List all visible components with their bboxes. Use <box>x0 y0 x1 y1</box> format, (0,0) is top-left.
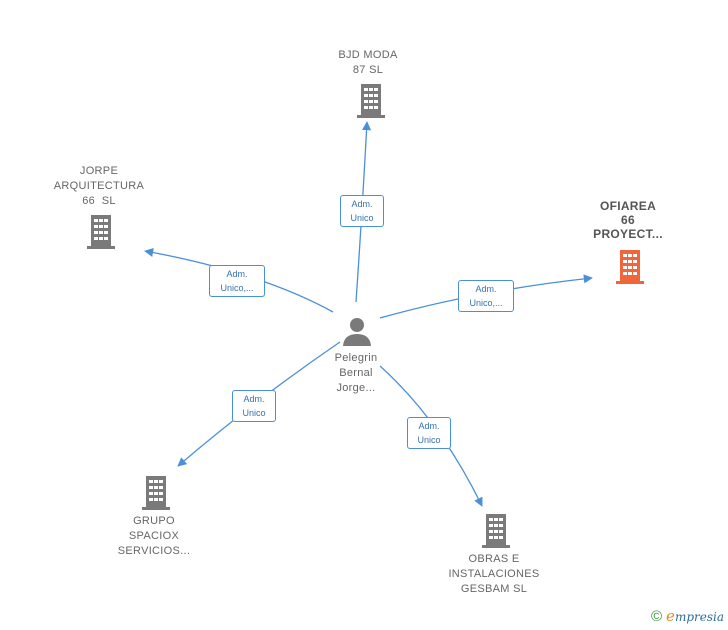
person-name-line: Jorge... <box>336 382 376 394</box>
person-name-line: Bernal <box>339 367 373 379</box>
company-label-line: BJD MODA <box>338 49 398 61</box>
company-label-obras[interactable]: OBRAS E INSTALACIONES GESBAM SL <box>414 552 574 597</box>
company-label-line: OBRAS E <box>468 553 520 565</box>
company-label-line: JORPE <box>79 165 119 177</box>
company-label-line: 66 <box>621 213 635 227</box>
edge-role-line: Adm. <box>351 199 373 209</box>
person-icon[interactable] <box>342 316 372 346</box>
edge-role-line: Unico,... <box>220 283 254 293</box>
brand-rest: mpresia <box>674 610 724 624</box>
company-label-line: ARQUITECTURA <box>53 180 145 192</box>
company-label-line: SPACIOX <box>128 530 180 542</box>
company-label-line: 66 SL <box>82 195 116 207</box>
edge-role-jorpe[interactable]: Adm. Unico,... <box>209 265 265 297</box>
edge-role-line: Adm. <box>243 394 265 404</box>
edge-role-line: Adm. <box>226 269 248 279</box>
brand-logo: empresia <box>666 607 724 625</box>
edge-role-line: Adm. <box>475 284 497 294</box>
company-label-grupo[interactable]: GRUPO SPACIOX SERVICIOS... <box>74 514 234 559</box>
edge-role-line: Unico,... <box>469 298 503 308</box>
building-icon[interactable] <box>355 84 387 118</box>
company-label-line: INSTALACIONES <box>448 568 540 580</box>
company-label-line: PROYECT... <box>593 227 663 241</box>
person-name-line: Pelegrin <box>334 352 378 364</box>
edge-role-line: Unico <box>417 435 441 445</box>
building-icon[interactable] <box>85 215 117 249</box>
building-icon-highlighted[interactable] <box>614 250 646 284</box>
edge-role-grupo[interactable]: Adm. Unico <box>232 390 276 422</box>
edge-role-bjd[interactable]: Adm. Unico <box>340 195 384 227</box>
company-label-line: 87 SL <box>352 64 384 76</box>
edge-role-obras[interactable]: Adm. Unico <box>407 417 451 449</box>
company-label-line: SERVICIOS... <box>117 545 191 557</box>
footer-brand: © empresia <box>651 607 724 625</box>
building-icon[interactable] <box>140 476 172 510</box>
company-label-bjd[interactable]: BJD MODA 87 SL <box>288 48 448 78</box>
company-label-line: OFIAREA <box>599 199 657 213</box>
company-label-jorpe[interactable]: JORPE ARQUITECTURA 66 SL <box>19 164 179 209</box>
person-name[interactable]: Pelegrin Bernal Jorge... <box>276 351 436 396</box>
company-label-line: GESBAM SL <box>460 583 528 595</box>
edge-role-line: Adm. <box>418 421 440 431</box>
brand-initial: e <box>666 607 675 625</box>
edge-role-line: Unico <box>242 408 266 418</box>
copyright-icon: © <box>650 607 663 625</box>
company-label-ofiarea[interactable]: OFIAREA 66 PROYECT... <box>548 199 708 241</box>
building-icon[interactable] <box>480 514 512 548</box>
company-label-line: GRUPO <box>133 515 175 527</box>
edge-role-line: Unico <box>350 213 374 223</box>
edge-role-ofiarea[interactable]: Adm. Unico,... <box>458 280 514 312</box>
